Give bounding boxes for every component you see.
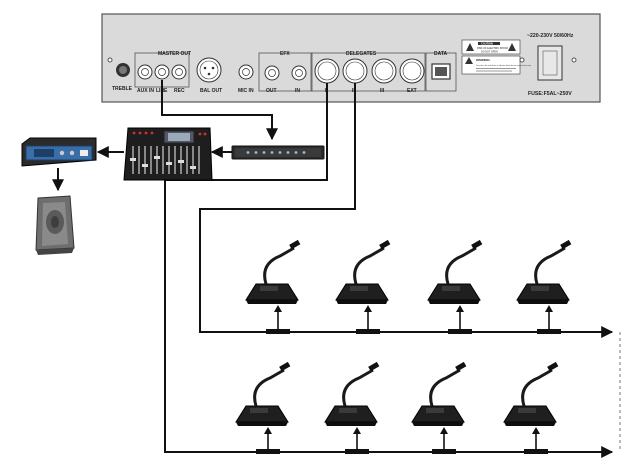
screw-right xyxy=(571,57,577,63)
delegate-microphone[interactable] xyxy=(503,361,559,454)
treble-label: TREBLE xyxy=(112,86,133,92)
cable-ch2-bus-top xyxy=(199,83,614,338)
delegate-microphone[interactable] xyxy=(324,361,380,454)
efx-out-jack[interactable] xyxy=(264,65,280,81)
delegate-ch2-label: II xyxy=(352,88,355,94)
cable-line-to-eq xyxy=(161,80,278,141)
screw-mid xyxy=(519,57,525,63)
delegate-microphone[interactable] xyxy=(245,239,301,334)
delegate-microphone[interactable] xyxy=(235,361,291,454)
data-group xyxy=(425,52,457,92)
efx-label: EFX xyxy=(280,51,290,57)
delegate-microphone[interactable] xyxy=(516,239,572,334)
rec-jack[interactable] xyxy=(171,64,187,80)
power-label: ~220-230V 50/60Hz xyxy=(527,33,574,39)
data-port[interactable] xyxy=(431,63,451,80)
delegate-port-2[interactable] xyxy=(342,58,368,84)
efx-out-label: OUT xyxy=(266,88,277,94)
aux-in-jack[interactable] xyxy=(137,64,153,80)
equalizer xyxy=(231,145,325,160)
mixer xyxy=(123,127,213,181)
warning-text: To reduce the risk of fire or electric s… xyxy=(476,64,532,67)
delegate-microphone[interactable] xyxy=(335,239,391,334)
delegate-mic-row-2 xyxy=(235,361,559,454)
delegate-cables xyxy=(164,83,614,458)
caution-line2: DO NOT OPEN xyxy=(481,51,498,54)
data-label: DATA xyxy=(434,51,448,57)
signal-cables xyxy=(52,80,278,192)
delegate-mic-row-1 xyxy=(245,239,572,334)
caution-sticker: CAUTION RISK OF ELECTRIC SHOCK DO NOT OP… xyxy=(461,39,521,55)
efx-group xyxy=(258,52,313,92)
delegate-microphone[interactable] xyxy=(427,239,483,334)
loudspeaker xyxy=(35,195,75,255)
efx-in-jack[interactable] xyxy=(291,65,307,81)
delegates-group xyxy=(310,52,426,92)
delegate-ch3-label: III xyxy=(380,88,385,94)
mic-in-label: MIC IN xyxy=(238,88,254,94)
efx-in-label: IN xyxy=(295,88,300,94)
delegate-ext-label: EXT xyxy=(407,88,417,94)
master-out-label: MASTER OUT xyxy=(158,51,191,57)
delegate-microphone[interactable] xyxy=(411,361,467,454)
caution-title: CAUTION xyxy=(481,42,493,46)
rec-label: REC xyxy=(174,88,185,94)
delegate-port-1[interactable] xyxy=(314,58,340,84)
line-jack[interactable] xyxy=(154,64,170,80)
warning-sticker: WARNING: To reduce the risk of fire or e… xyxy=(461,55,532,75)
cable-ch1-bus-bottom xyxy=(164,83,614,458)
power-inlet[interactable] xyxy=(537,45,563,81)
treble-knob[interactable] xyxy=(116,63,130,77)
bal-out-label: BAL OUT xyxy=(200,88,222,94)
warning-title: WARNING: xyxy=(476,58,491,62)
bal-out-xlr[interactable] xyxy=(196,57,222,83)
mic-in-jack[interactable] xyxy=(238,64,254,80)
delegates-label: DELEGATES xyxy=(346,51,377,57)
caution-line1: RISK OF ELECTRIC SHOCK xyxy=(477,47,509,50)
amplifier xyxy=(21,137,97,167)
screw-left xyxy=(107,57,113,63)
delegate-port-3[interactable] xyxy=(371,58,397,84)
delegate-port-ext[interactable] xyxy=(399,58,425,84)
aux-in-label: AUX IN xyxy=(137,88,154,94)
fuse-label: FUSE:F5AL~250V xyxy=(528,91,572,97)
rear-panel: TREBLE MASTER OUT AUX IN LINE REC BAL OU… xyxy=(101,13,601,103)
